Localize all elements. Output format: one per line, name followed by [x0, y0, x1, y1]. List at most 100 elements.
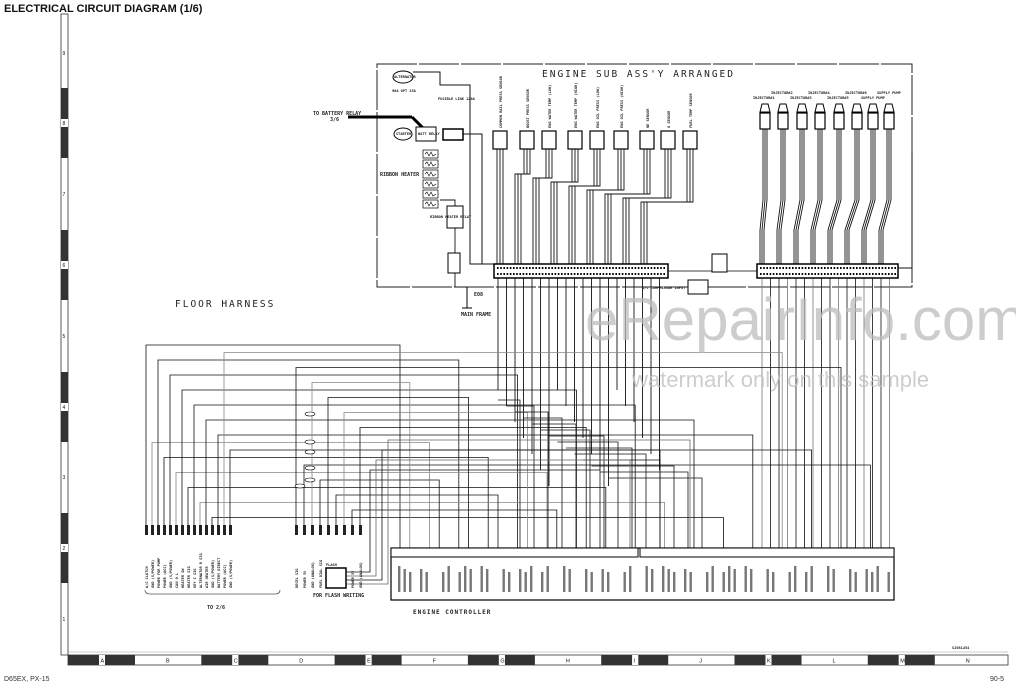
to-battery-relay-label: TO BATTERY RELAY — [313, 111, 361, 117]
heater-relay-symbol — [446, 205, 464, 229]
engine-connector-right — [756, 263, 899, 279]
sensor-label: FUEL TEMP SENSOR — [689, 93, 693, 128]
sensor-label: ENG WATER TEMP (LOW) — [548, 85, 552, 128]
column-label: K — [767, 659, 771, 665]
column-label: I — [634, 659, 636, 665]
signal-label: GND (S/POWER) — [151, 560, 155, 588]
sensor-connector — [660, 130, 676, 150]
signal-label: POWER FOR PUMP — [157, 557, 161, 588]
signal-label: POWER (ACC) — [223, 564, 227, 588]
sensor-label: ENG OIL PRESS (HIGH) — [620, 85, 624, 128]
signal-label: GND (S/POWER) — [169, 560, 173, 588]
batt-relay-label: BATT RELAY — [418, 132, 440, 136]
starter-label: STARTER — [396, 132, 412, 136]
to-2-6-label: TO 2/6 — [207, 605, 225, 611]
signal-label: CAN 0 L — [175, 572, 179, 588]
signal-label: KEY C SIG — [193, 569, 197, 588]
injector-label: INJECTOR#5 — [827, 96, 849, 100]
sensor-label: BOOST PRESS SENSOR — [526, 88, 530, 128]
sensor-label: ENG WATER TEMP (HIGH) — [574, 83, 578, 128]
ribbon-heater-symbol — [422, 149, 439, 209]
sensor-connector — [613, 130, 629, 150]
column-label: B — [166, 659, 170, 665]
sensor-connector — [541, 130, 557, 150]
signal-label: GND (S/POWER) — [211, 560, 215, 588]
sensor-connector — [639, 130, 655, 150]
sensor-label: COMMON RAIL PRESS SENSOR — [499, 75, 503, 128]
batt-relay-symbol — [415, 126, 437, 142]
page-number: 90-5 — [990, 676, 1004, 683]
row-label: 2 — [63, 546, 66, 552]
alternator-symbol — [392, 70, 414, 84]
connector-symbol — [442, 128, 464, 141]
signal-label: HEATER SIG — [187, 566, 191, 588]
sensor-label: ENG OIL PRESS (LOW) — [596, 87, 600, 128]
flash-connector — [325, 567, 347, 589]
column-label: A — [101, 659, 105, 665]
injector-label: INJECTOR#4 — [808, 91, 830, 95]
column-label: J — [699, 659, 702, 665]
wiring — [145, 71, 913, 585]
column-label: N — [966, 659, 970, 665]
injector-connector — [851, 112, 863, 130]
sensor-connector — [567, 130, 583, 150]
ac-connector — [711, 253, 728, 273]
starter-symbol — [393, 127, 413, 141]
injector-label: INJECTOR#1 — [753, 96, 775, 100]
signal-label: GND (S/POWER) — [229, 560, 233, 588]
row-label: 3 — [63, 475, 66, 481]
column-label: E — [367, 659, 371, 665]
injector-label: SUPPLY PUMP — [877, 91, 902, 95]
model-footer: D65EX, PX-15 — [4, 676, 50, 683]
signal-label: POWER 5V — [303, 570, 307, 588]
signal-label: GND (ANALOG) — [311, 562, 315, 588]
main-frame-label: MAIN FRAME — [461, 312, 491, 318]
signal-label: GND (ANALOG) — [359, 562, 363, 588]
heater-relay-label: RIBBON HEATER RELAY — [430, 215, 472, 219]
column-label: D — [299, 659, 303, 665]
row-label: 5 — [63, 334, 66, 340]
watermark-main: eRepairInfo.com — [585, 286, 1016, 353]
sensor-label: G SENSOR — [667, 110, 671, 128]
watermark-sub: watermark only on this sample — [631, 367, 929, 392]
flash-writing-label: FOR FLASH WRITING — [313, 593, 364, 599]
ground-ref: E08 — [474, 292, 483, 298]
injector-connector — [833, 112, 845, 130]
column-label: F — [433, 659, 437, 665]
opt-fuse-label: 90A OPT 15A — [392, 89, 417, 93]
row-ruler-frame — [60, 13, 69, 656]
injector-connector — [759, 112, 771, 130]
injector-connectors: INJECTOR#1INJECTOR#2INJECTOR#3INJECTOR#4… — [753, 91, 902, 130]
page-title: ELECTRICAL CIRCUIT DIAGRAM (1/6) — [4, 3, 203, 15]
row-label: 6 — [63, 263, 66, 269]
signal-label: FUEL DIAL SIG — [319, 560, 323, 588]
row-label: 7 — [63, 192, 66, 198]
injector-label: INJECTOR#3 — [790, 96, 812, 100]
floor-harness-title: FLOOR HARNESS — [175, 299, 275, 310]
injector-label: INJECTOR#6 — [845, 91, 867, 95]
sensor-connector — [682, 130, 698, 150]
signal-label: HEATER SW — [181, 568, 185, 588]
engine-sub-assy-title: ENGINE SUB ASS'Y ARRANGED — [542, 69, 735, 80]
ribbon-heater-label: RIBBON HEATER — [380, 172, 420, 178]
row-label: 9 — [63, 51, 66, 57]
engine-controller-title: ENGINE CONTROLLER — [413, 609, 491, 616]
signal-label: A/C CLUTCH — [145, 566, 149, 588]
ac-compressor-label: A/C COMPRESSOR INPUT — [642, 286, 685, 290]
power-section: TO BATTERY RELAY 3/6 ALTERNATOR 90A OPT … — [313, 70, 491, 318]
to-battery-relay-ref: 3/6 — [330, 117, 339, 123]
signal-label: DECEL SIG — [295, 569, 299, 588]
injector-connector — [883, 112, 895, 130]
sensor-connector — [492, 130, 508, 150]
sensor-label: NE SENSOR — [646, 108, 650, 128]
injector-connector — [867, 112, 879, 130]
injector-label: INJECTOR#2 — [771, 91, 793, 95]
column-label: C — [234, 659, 238, 665]
sensor-connector — [519, 130, 535, 150]
column-label: H — [566, 659, 570, 665]
signal-label: POWER (ACC) — [163, 564, 167, 588]
